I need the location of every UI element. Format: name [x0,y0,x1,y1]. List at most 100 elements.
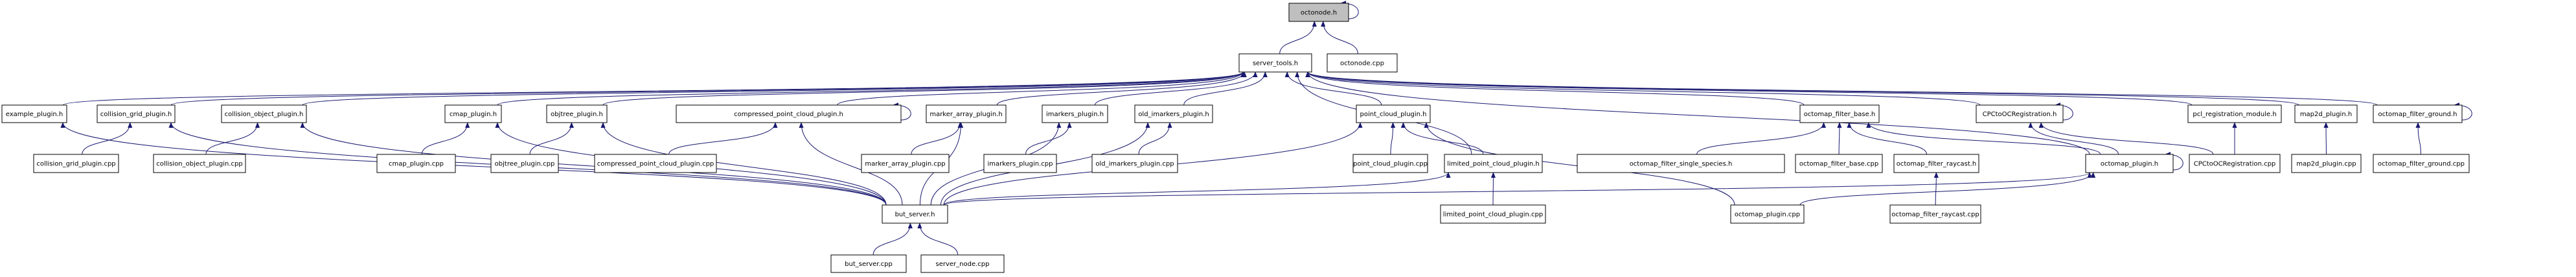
node-label: CPCtoOCRegistration.cpp [2194,161,2276,168]
node-collision-object-plugin-cpp[interactable]: collision_object_plugin.cpp [153,154,246,173]
edge-but-server-cpp-to-but-server-h [872,223,913,256]
node-octomap-plugin-cpp[interactable]: octomap_plugin.cpp [1730,204,1805,224]
node-octomap-filter-ground-h[interactable]: octomap_filter_ground.h [2373,104,2463,123]
edge-compressed-point-cloud-plugin-cpp-to-compressed-point-cloud-plugin-h [668,122,778,155]
node-label: objtree_plugin.cpp [495,161,555,168]
node-but-server-cpp[interactable]: but_server.cpp [830,254,907,273]
node-label: octomap_filter_ground.h [2378,111,2457,118]
node-octomap-filter-base-h[interactable]: octomap_filter_base.h [1799,104,1880,123]
node-label: but_server.h [895,211,935,219]
node-octonode-cpp[interactable]: octonode.cpp [1327,53,1398,73]
edge-cpctoocregistration-h-to-server-tools-h [1305,71,1981,106]
node-limited-point-cloud-plugin-cpp[interactable]: limited_point_cloud_plugin.cpp [1440,204,1546,224]
edge-cpctoocregistration-cpp-to-cpctoocregistration-h [2038,122,2214,155]
node-octomap-filter-raycast-h[interactable]: octomap_filter_raycast.h [1893,154,1979,173]
node-example-plugin-h[interactable]: example_plugin.h [1,104,67,123]
node-imarkers-plugin-h[interactable]: imarkers_plugin.h [1042,104,1108,123]
node-box [33,154,119,173]
node-label: octomap_filter_raycast.cpp [1891,211,1979,219]
node-server-node-cpp[interactable]: server_node.cpp [920,254,1005,273]
node-label: octomap_filter_raycast.h [1897,161,1977,168]
node-octonode-h[interactable]: octonode.h [1288,3,1349,22]
node-cmap-plugin-cpp[interactable]: cmap_plugin.cpp [376,154,456,173]
node-octomap-filter-single-species-h[interactable]: octomap_filter_single_species.h [1577,154,1785,173]
node-box [1577,154,1785,173]
node-box [376,154,456,173]
node-label: map2d_plugin.cpp [2296,161,2356,168]
node-label: server_node.cpp [936,261,990,268]
node-but-server-h[interactable]: but_server.h [882,204,948,224]
node-box [1134,104,1213,123]
node-map2d-plugin-cpp[interactable]: map2d_plugin.cpp [2291,154,2362,173]
node-cmap-plugin-h[interactable]: cmap_plugin.h [444,104,502,123]
node-collision-object-plugin-h[interactable]: collision_object_plugin.h [221,104,307,123]
node-box [676,104,902,123]
node-objtree-plugin-cpp[interactable]: objtree_plugin.cpp [490,154,559,173]
edge-octomap-filter-ground-h-to-server-tools-h [1305,71,2378,106]
node-server-tools-h[interactable]: server_tools.h [1238,53,1312,73]
node-point-cloud-plugin-h[interactable]: point_cloud_plugin.h [1356,104,1431,123]
node-box [153,154,246,173]
node-box [1795,154,1883,173]
node-label: octomap_plugin.cpp [1735,211,1800,219]
node-compressed-point-cloud-plugin-h[interactable]: compressed_point_cloud_plugin.h [676,104,902,123]
edge-octomap-plugin-h-to-octomap-filter-base-h [1866,122,2101,155]
edge-imarkers-plugin-h-to-server-tools-h [1094,71,1258,106]
edge-but-server-h-to-octomap-plugin-h [943,172,2092,206]
node-label: octomap_plugin.h [2101,161,2158,168]
node-box [882,204,948,224]
node-box [490,154,559,173]
edge-limited-point-cloud-plugin-h-to-point-cloud-plugin-h [1400,122,1484,155]
node-label: octomap_filter_base.h [1804,111,1876,118]
node-point-cloud-plugin-cpp[interactable]: point_cloud_plugin.cpp [1352,154,1428,173]
edge-marker-array-plugin-cpp-to-marker-array-plugin-h [911,122,963,155]
node-cpctoocregistration-h[interactable]: CPCtoOCRegistration.h [1976,104,2064,123]
node-map2d-plugin-h[interactable]: map2d_plugin.h [2294,104,2358,123]
node-label: CPCtoOCRegistration.h [1983,111,2057,118]
node-label: example_plugin.h [6,111,63,118]
node-old-imarkers-plugin-h[interactable]: old_imarkers_plugin.h [1134,104,1213,123]
node-limited-point-cloud-plugin-h[interactable]: limited_point_cloud_plugin.h [1444,154,1543,173]
edge-point-cloud-plugin-h-to-server-tools-h [1284,71,1382,106]
edge-compressed-point-cloud-plugin-h-to-server-tools-h [837,71,1246,106]
node-octomap-filter-raycast-cpp[interactable]: octomap_filter_raycast.cpp [1889,204,1981,224]
node-octomap-filter-base-cpp[interactable]: octomap_filter_base.cpp [1795,154,1883,173]
node-box [2294,104,2358,123]
edges-layer [60,1,2472,256]
node-label: imarkers_plugin.cpp [988,161,1053,168]
edge-collision-object-plugin-cpp-to-collision-object-plugin-h [205,122,260,155]
edge-but-server-h-to-example-plugin-h [60,122,887,206]
node-old-imarkers-plugin-cpp[interactable]: old_imarkers_plugin.cpp [1091,154,1178,173]
node-label: objtree_plugin.h [551,111,603,118]
node-compressed-point-cloud-plugin-cpp[interactable]: compressed_point_cloud_plugin.cpp [594,154,717,173]
edge-imarkers-plugin-cpp-to-imarkers-plugin-h [1025,122,1072,155]
node-octomap-plugin-h[interactable]: octomap_plugin.h [2085,154,2174,173]
node-collision-grid-plugin-cpp[interactable]: collision_grid_plugin.cpp [33,154,119,173]
node-label: octomap_filter_base.cpp [1799,161,1878,168]
node-octomap-filter-ground-cpp[interactable]: octomap_filter_ground.cpp [2373,154,2470,173]
edge-example-plugin-h-to-server-tools-h [62,71,1246,106]
node-label: point_cloud_plugin.h [1360,111,1426,118]
node-objtree-plugin-h[interactable]: objtree_plugin.h [546,104,608,123]
node-label: octonode.cpp [1340,60,1384,67]
edge-pcl-registration-module-h-to-server-tools-h [1305,71,2193,106]
edge-objtree-plugin-h-to-server-tools-h [602,71,1246,106]
node-box [861,154,950,173]
node-box [2291,154,2362,173]
node-box [2373,104,2463,123]
edge-octomap-plugin-h-to-cpctoocregistration-h [2028,122,2119,155]
edge-octomap-filter-base-h-to-server-tools-h [1305,71,1805,106]
node-label: old_imarkers_plugin.h [1138,111,1209,118]
node-box [2373,154,2470,173]
node-marker-array-plugin-cpp[interactable]: marker_array_plugin.cpp [861,154,950,173]
node-label: octonode.h [1301,10,1337,17]
nodes-layer: octonode.h octonode.cpp server_tools.hexam… [1,3,2470,273]
edge-octonode-cpp-to-octonode-h [1321,21,1358,54]
node-label: server_tools.h [1253,60,1298,67]
node-pcl-registration-module-h[interactable]: pcl_registration_module.h [2187,104,2282,123]
node-box [1444,154,1543,173]
node-collision-grid-plugin-h[interactable]: collision_grid_plugin.h [97,104,176,123]
node-cpctoocregistration-cpp[interactable]: CPCtoOCRegistration.cpp [2189,154,2281,173]
node-imarkers-plugin-cpp[interactable]: imarkers_plugin.cpp [983,154,1057,173]
node-marker-array-plugin-h[interactable]: marker_array_plugin.h [926,104,1007,123]
